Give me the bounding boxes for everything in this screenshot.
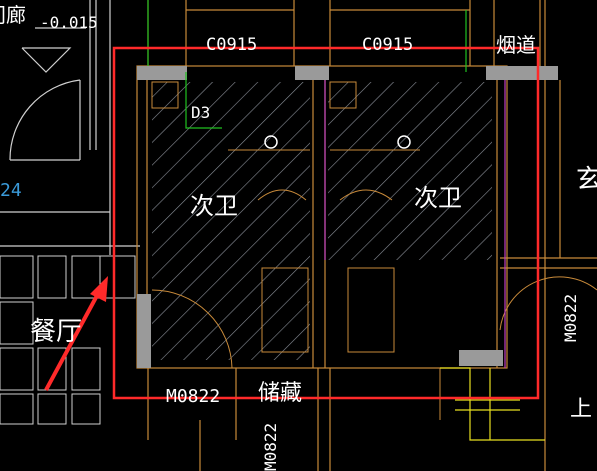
annotation-arrow xyxy=(44,276,108,391)
floor-drain-left xyxy=(264,135,278,149)
room-label-left: 次卫 xyxy=(190,192,238,220)
door-label-bottom-rotated: M0822 xyxy=(261,423,280,471)
bathroom-left-hatch xyxy=(152,82,310,360)
window-label-right: C0915 xyxy=(362,35,413,55)
dining-floor-tiles xyxy=(0,255,136,425)
bathroom-right-hatch xyxy=(328,82,492,260)
stair-fragment-label: 上 xyxy=(570,397,592,422)
dining-label: 餐厅 xyxy=(30,317,82,347)
fixtures xyxy=(151,81,597,420)
corridor-fragment-label: 门廊 xyxy=(0,3,26,27)
room-label-right: 次卫 xyxy=(414,184,462,212)
accent-lines xyxy=(147,0,545,441)
level-mark-label: -0.015 xyxy=(40,13,98,32)
d3-tag: D3 xyxy=(191,103,210,122)
floor-drain-right xyxy=(397,135,411,149)
left-number-fragment: 24 xyxy=(0,180,22,201)
columns xyxy=(137,66,558,368)
duct-label: 烟道 xyxy=(496,33,536,57)
top-left-walls xyxy=(0,0,140,255)
door-label-bottom: M0822 xyxy=(166,386,220,407)
window-label-left: C0915 xyxy=(206,35,257,55)
entrance-fragment-label: 玄 xyxy=(576,165,597,195)
selection-box xyxy=(112,46,540,400)
door-label-right: M0822 xyxy=(561,294,580,342)
storage-label: 储藏 xyxy=(258,381,302,406)
